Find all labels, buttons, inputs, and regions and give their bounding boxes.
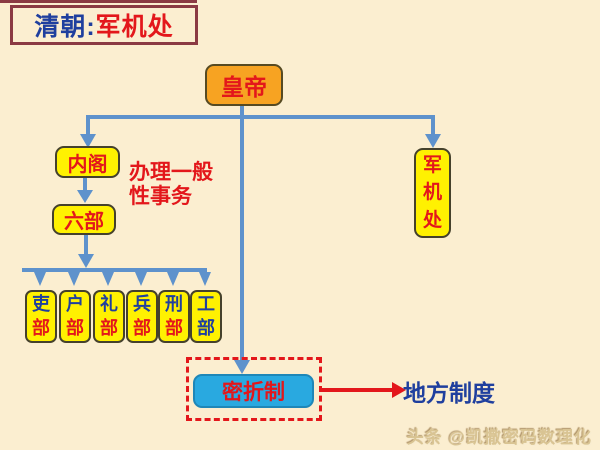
node-ministry-rites: 礼 部 [93, 290, 125, 343]
arrowhead-secret-memorial [234, 360, 250, 374]
node-ministry-justice: 刑 部 [158, 290, 190, 343]
node-secret-memorial-label: 密折制 [222, 381, 285, 404]
ministry-char-top: 兵 [133, 294, 151, 315]
node-six-ministries-label: 六部 [64, 211, 104, 233]
arrowhead-spread [78, 254, 94, 268]
ministry-char-bottom: 部 [100, 317, 118, 338]
side-note-line2: 性事务 [129, 185, 192, 209]
watermark: 头条 @凯撒密码数理化 [406, 428, 592, 447]
ministry-char-bottom: 部 [32, 317, 50, 338]
node-ministry-personnel: 吏 部 [25, 290, 57, 343]
node-local-system: 地方制度 [403, 380, 495, 406]
side-note-line1: 办理一般 [129, 161, 213, 184]
node-cabinet: 内阁 [55, 146, 120, 178]
arrowhead-ministry-6 [199, 272, 211, 286]
node-emperor: 皇帝 [205, 64, 283, 106]
arrowhead-ministry-4 [135, 272, 147, 286]
ministry-char-bottom: 部 [165, 317, 183, 338]
ministry-char-bottom: 部 [66, 317, 84, 338]
node-ministry-works: 工 部 [190, 290, 222, 343]
ministry-char-top: 工 [197, 294, 215, 315]
title-topic: 军机处 [95, 13, 174, 41]
ministry-char-bottom: 部 [197, 317, 215, 338]
node-secret-memorial: 密折制 [193, 374, 314, 408]
ministry-char-top: 户 [66, 294, 84, 315]
grand-council-char: 军 [422, 154, 442, 176]
arrowhead-ministry-3 [102, 272, 114, 286]
grand-council-char: 机 [422, 182, 442, 204]
arrowhead-six [77, 190, 93, 203]
ministry-char-top: 吏 [32, 294, 50, 315]
arrowhead-ministry-1 [34, 272, 46, 286]
node-emperor-label: 皇帝 [221, 74, 267, 100]
arrowhead-cabinet [80, 134, 96, 148]
secret-memorial-dashed-frame [186, 357, 322, 421]
side-note: 办理一般 性事务 [129, 161, 213, 209]
top-border-line [0, 0, 197, 3]
node-six-ministries: 六部 [52, 204, 116, 235]
ministry-char-top: 刑 [165, 294, 183, 315]
title-dynasty: 清朝: [34, 13, 96, 41]
red-arrowhead-local-system [392, 382, 406, 398]
node-grand-council: 军 机 处 [414, 148, 451, 238]
node-cabinet-label: 内阁 [67, 153, 108, 176]
ministry-char-bottom: 部 [133, 317, 151, 338]
arrowhead-ministry-2 [68, 272, 80, 286]
grand-council-char: 处 [422, 209, 442, 231]
node-ministry-revenue: 户 部 [59, 290, 91, 343]
ministry-char-top: 礼 [100, 294, 118, 315]
node-ministry-war: 兵 部 [126, 290, 158, 343]
arrowhead-grand-council [425, 134, 441, 148]
slide-title: 清朝: 军机处 [10, 5, 198, 45]
arrowhead-ministry-5 [167, 272, 179, 286]
